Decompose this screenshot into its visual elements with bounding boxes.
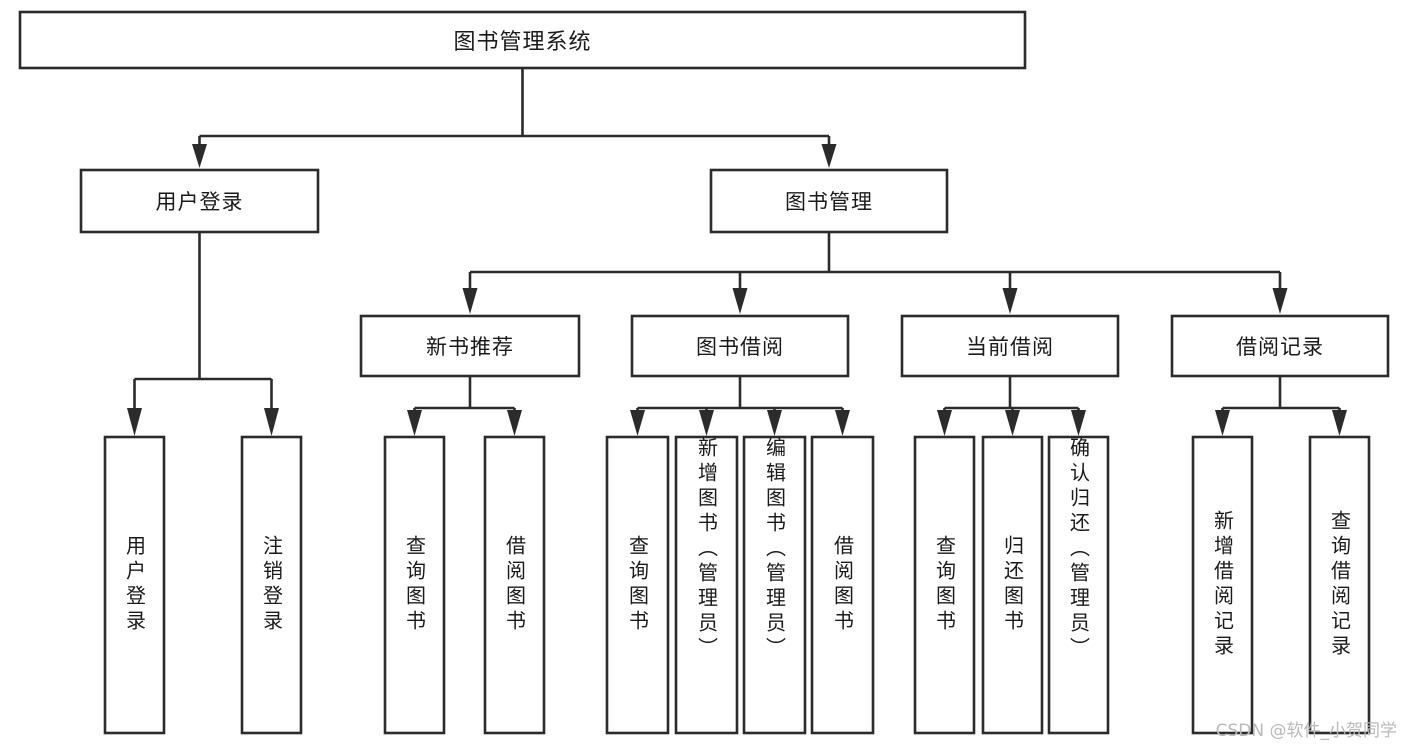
arrow-head-book-manage: [821, 144, 837, 168]
leaf-box-3[interactable]: [483, 435, 546, 735]
arrow-head-br-query: [1332, 410, 1347, 436]
arrow-head-borrow-record: [1272, 288, 1288, 314]
leaf-box-5[interactable]: [674, 435, 739, 735]
arrow-head-book-borrow: [732, 288, 748, 314]
connector-group-current-borrow: [937, 376, 1086, 436]
connector-group-borrow-record: [1215, 376, 1347, 436]
arrow-head-cb-confirm: [1071, 410, 1086, 436]
leaf-box-7[interactable]: [810, 435, 875, 735]
arrow-head-bb-add: [699, 410, 714, 436]
leaf-box-12[interactable]: [1308, 435, 1371, 735]
leaf-box-1[interactable]: [240, 435, 303, 735]
connector-group-root: [192, 68, 837, 168]
arrow-head-leaf-logout: [264, 408, 279, 436]
arrow-head-user-login: [192, 144, 207, 168]
node-box-book-borrow[interactable]: [630, 314, 850, 378]
node-box-user-login[interactable]: [79, 168, 320, 234]
leaf-box-4[interactable]: [605, 435, 670, 735]
leaf-box-9[interactable]: [981, 435, 1044, 735]
arrow-head-nbr-borrow: [507, 410, 522, 436]
arrow-head-bb-borrow: [835, 410, 850, 436]
arrow-head-br-add: [1215, 410, 1230, 436]
connector-group-book-borrow: [630, 376, 850, 436]
connector-group-user-login: [127, 232, 279, 436]
arrow-head-bb-query: [630, 410, 645, 436]
node-box-root[interactable]: [18, 10, 1027, 70]
node-box-current-borrow[interactable]: [900, 314, 1120, 378]
node-box-borrow-record[interactable]: [1170, 314, 1390, 378]
arrow-head-leaf-user-login: [127, 408, 142, 436]
arrow-head-cb-return: [1005, 410, 1020, 436]
leaf-box-6[interactable]: [742, 435, 807, 735]
arrow-head-cb-query: [937, 410, 952, 436]
arrow-head-new-book-rec: [462, 288, 478, 314]
leaf-box-10[interactable]: [1047, 435, 1110, 735]
connector-group-book-manage: [462, 232, 1288, 314]
node-box-new-book-rec[interactable]: [359, 314, 581, 378]
node-box-book-manage[interactable]: [709, 168, 949, 234]
connector-group-new-book-rec: [407, 376, 522, 436]
arrow-head-current-borrow: [1002, 288, 1018, 314]
arrow-head-bb-edit: [767, 410, 782, 436]
leaf-box-2[interactable]: [383, 435, 446, 735]
leaf-box-8[interactable]: [913, 435, 976, 735]
leaf-box-11[interactable]: [1191, 435, 1254, 735]
leaf-box-0[interactable]: [103, 435, 166, 735]
arrow-head-nbr-query: [407, 410, 422, 436]
